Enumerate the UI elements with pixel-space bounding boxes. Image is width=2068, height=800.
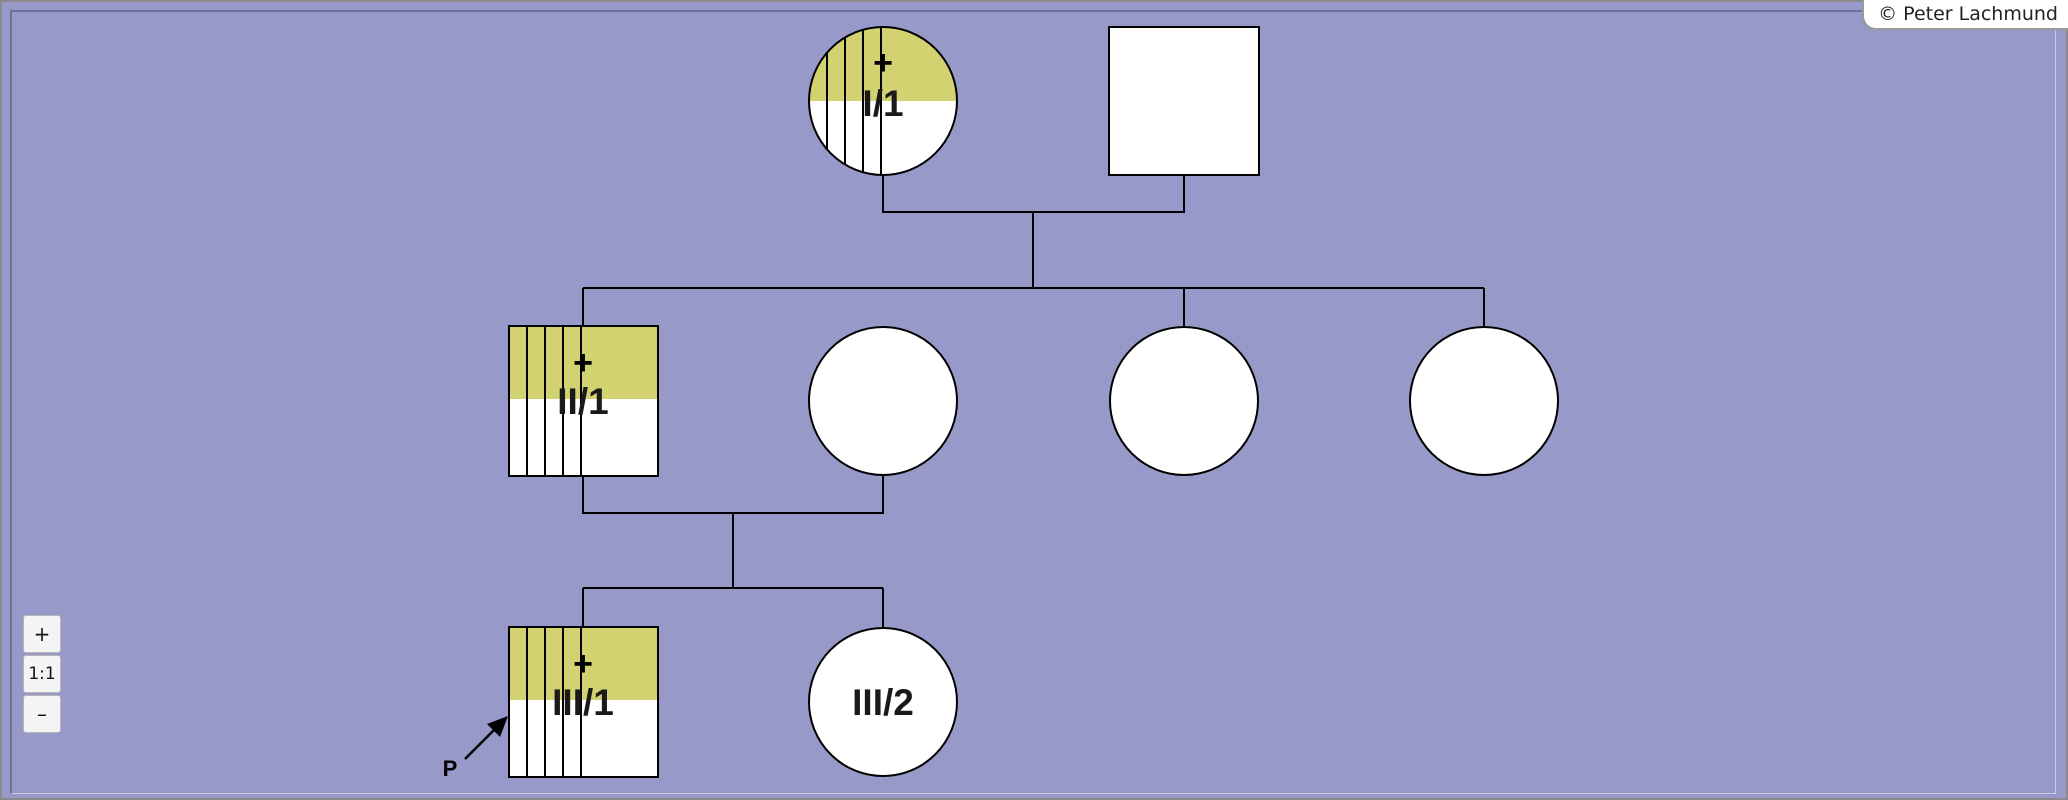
individual-ii-3[interactable] [1109,326,1259,476]
zoom-in-button[interactable]: + [23,615,61,653]
affected-half [509,326,658,399]
individual-label: II/1 [557,381,608,422]
individual-ii-1[interactable]: + II/1 [508,325,659,477]
individual-i-2[interactable] [1108,26,1260,176]
individual-ii-2[interactable] [808,326,958,476]
proband-label: P [443,756,458,781]
zoom-out-button[interactable]: – [23,695,61,733]
stripe-pattern [526,326,582,476]
deceased-mark: + [573,645,593,683]
individual-label: III/2 [852,682,914,723]
individual-ii-4[interactable] [1409,326,1559,476]
pedigree-canvas[interactable] [10,10,2056,794]
copyright-tab: © Peter Lachmund [1862,0,2068,30]
stripe-pattern [526,627,582,777]
individual-iii-2[interactable]: III/2 [808,627,958,777]
individual-label: I/1 [862,83,903,124]
individual-label: III/1 [552,682,614,723]
deceased-mark: + [873,44,893,82]
mating-line-generation-2 [582,476,884,514]
mating-line-generation-1 [882,175,1185,213]
individual-i-1[interactable]: + I/1 [808,26,958,176]
deceased-mark: + [573,344,593,382]
individual-iii-1[interactable]: + III/1 [508,626,659,778]
proband-arrow: P [443,716,508,781]
affected-half [509,627,658,700]
pedigree-lines [582,175,1485,627]
zoom-reset-button[interactable]: 1:1 [23,655,61,693]
